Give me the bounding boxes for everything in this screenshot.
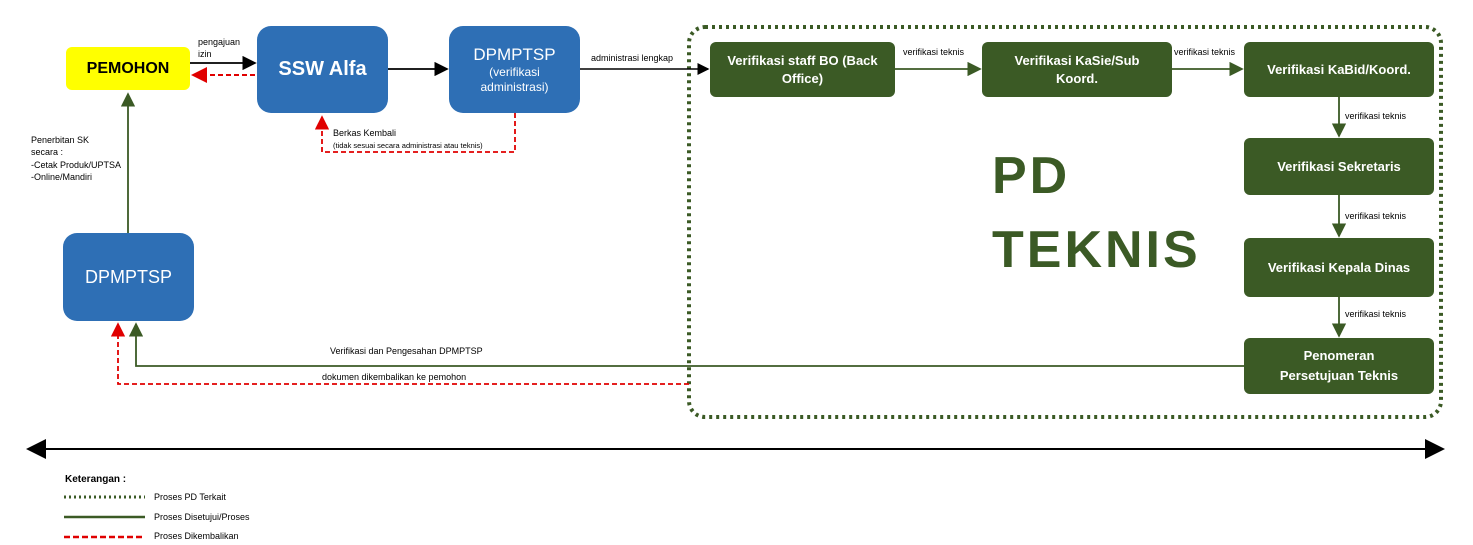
legend-item-label: Proses PD Terkait: [154, 492, 226, 502]
label-berkas-2: (tidak sesuai secara administrasi atau t…: [333, 141, 483, 150]
label-penerbitan-3: -Cetak Produk/UPTSA: [31, 160, 122, 170]
node-dpmptsp-left-label: DPMPTSP: [84, 266, 172, 287]
label-verifikasi-teknis-3: verifikasi teknis: [1345, 111, 1407, 121]
node-verif-kadis: Verifikasi Kepala Dinas: [1244, 238, 1434, 297]
arrow-berkas-kembali: [314, 113, 516, 153]
label-penerbitan-4: -Online/Mandiri: [31, 172, 93, 182]
node-verif-sekretaris-label: Verifikasi Sekretaris: [1277, 158, 1401, 174]
region-title-teknis: TEKNIS: [992, 221, 1201, 279]
node-penomeran-line2: Persetujuan Teknis: [1279, 368, 1399, 383]
node-verif-kasie: Verifikasi KaSie/Sub Koord.: [982, 42, 1172, 97]
legend-item-label: Proses Disetujui/Proses: [154, 512, 250, 522]
label-verifikasi-teknis-4: verifikasi teknis: [1345, 211, 1407, 221]
arrow-pengesahan: [128, 322, 1244, 367]
label-pengesahan: Verifikasi dan Pengesahan DPMPTSP: [330, 346, 483, 356]
node-verif-staff-bo-label: Verifikasi staff BO (Back Office): [727, 52, 878, 86]
node-dpmptsp-admin: DPMPTSP (verifikasi administrasi): [449, 26, 580, 113]
node-dpmptsp-admin-title: DPMPTSP: [473, 44, 556, 64]
label-verifikasi-teknis-5: verifikasi teknis: [1345, 309, 1407, 319]
node-ssw-alfa-label: SSW Alfa: [278, 58, 367, 80]
label-administrasi-lengkap: administrasi lengkap: [591, 53, 674, 63]
legend-title: Keterangan :: [65, 474, 127, 485]
label-penerbitan-1: Penerbitan SK: [31, 135, 90, 145]
label-verifikasi-teknis-2: verifikasi teknis: [1174, 47, 1236, 57]
label-verifikasi-teknis-1: verifikasi teknis: [903, 47, 965, 57]
pd-teknis-region: [687, 25, 1443, 419]
node-verif-staff-bo: Verifikasi staff BO (Back Office): [710, 42, 895, 97]
arrow-dikembalikan: [110, 322, 689, 385]
node-verif-kasie-label: Verifikasi KaSie/Sub Koord.: [1014, 52, 1140, 86]
label-pengajuan-2: izin: [198, 49, 212, 59]
label-dikembalikan: dokumen dikembalikan ke pemohon: [322, 372, 467, 382]
node-dpmptsp-left: DPMPTSP: [63, 233, 194, 321]
node-pemohon: PEMOHON: [66, 47, 190, 90]
node-pemohon-label: PEMOHON: [86, 59, 170, 77]
node-verif-sekretaris: Verifikasi Sekretaris: [1244, 138, 1434, 195]
label-penerbitan-2: secara :: [31, 147, 64, 157]
node-verif-kadis-label: Verifikasi Kepala Dinas: [1267, 259, 1411, 275]
node-penomeran-line1: Penomeran: [1303, 348, 1375, 363]
node-penomeran: Penomeran Persetujuan Teknis: [1244, 338, 1434, 394]
region-title-pd: PD: [992, 147, 1071, 205]
label-pengajuan-1: pengajuan: [198, 37, 241, 47]
node-ssw-alfa: SSW Alfa: [257, 26, 388, 113]
label-berkas-1: Berkas Kembali: [333, 128, 397, 138]
node-verif-kabid-label: Verifikasi KaBid/Koord.: [1267, 61, 1411, 77]
node-verif-kabid: Verifikasi KaBid/Koord.: [1244, 42, 1434, 97]
node-dpmptsp-admin-sub: (verifikasi administrasi): [480, 64, 549, 94]
legend-item-label: Proses Dikembalikan: [154, 531, 239, 541]
